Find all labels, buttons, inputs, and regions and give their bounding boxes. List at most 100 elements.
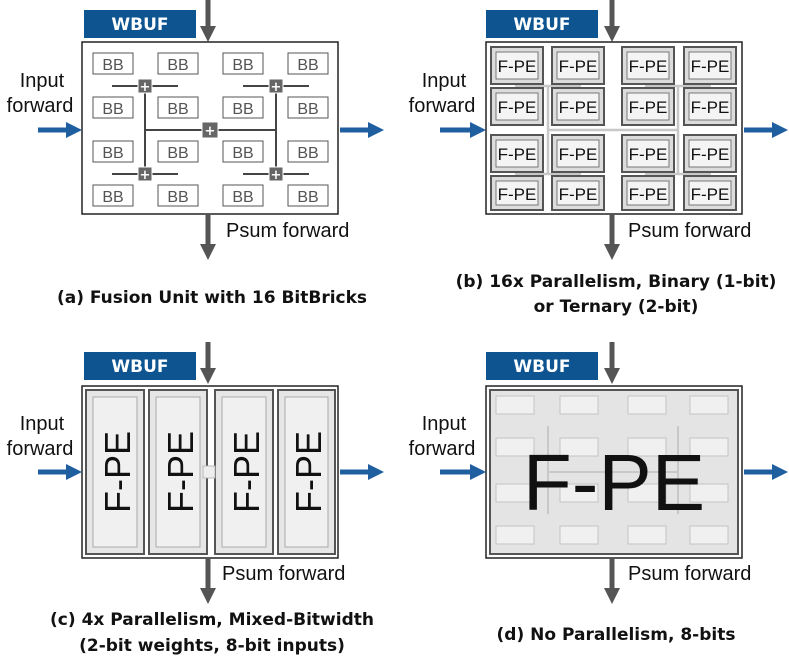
- input-forward-label: Input: [20, 413, 65, 435]
- psum-forward-label: Psum forward: [226, 220, 349, 242]
- fpe-col-1: F-PE: [85, 389, 145, 555]
- svg-text:F-PE: F-PE: [498, 185, 537, 204]
- svg-text:BB: BB: [297, 189, 318, 206]
- fpe-1: F-PE: [490, 46, 544, 85]
- svg-text:F-PE: F-PE: [691, 185, 730, 204]
- svg-text:F-PE: F-PE: [160, 431, 201, 513]
- caption-c-line2: (2-bit weights, 8-bit inputs): [79, 636, 345, 656]
- bitbrick-16: BB: [287, 184, 329, 207]
- svg-text:F-PE: F-PE: [691, 98, 730, 117]
- psum-forward-label: Psum forward: [628, 563, 751, 585]
- fpe-columns: F-PE F-PE F-PE F-PE: [85, 389, 336, 555]
- fpe-8: F-PE: [683, 87, 737, 126]
- svg-text:BB: BB: [167, 145, 188, 162]
- svg-text:BB: BB: [167, 189, 188, 206]
- adder-node-3: +: [137, 166, 153, 183]
- wbuf-block: [84, 352, 196, 380]
- input-forward-label: Input: [422, 413, 467, 435]
- bitbrick-5: BB: [222, 52, 264, 75]
- bitbrick-9: BB: [92, 140, 134, 163]
- wbuf-block: [486, 10, 598, 38]
- fpe-10: F-PE: [551, 134, 605, 173]
- svg-text:F-PE: F-PE: [226, 431, 267, 513]
- panel-d: WBUF F-PE Input forward Psum forward (d)…: [409, 342, 789, 645]
- svg-text:F-PE: F-PE: [629, 98, 668, 117]
- bitbrick-10: BB: [157, 140, 199, 163]
- svg-text:BB: BB: [167, 101, 188, 118]
- fpe-col-4: F-PE: [277, 389, 336, 555]
- adder-node-root: +: [201, 121, 219, 139]
- bitbrick-1: BB: [92, 52, 134, 75]
- fpe-2: F-PE: [551, 46, 605, 85]
- wbuf-label: WBUF: [111, 15, 168, 35]
- svg-text:F-PE: F-PE: [629, 185, 668, 204]
- bitbrick-7: BB: [222, 96, 264, 119]
- bitbrick-12: BB: [157, 184, 199, 207]
- input-forward-label-2: forward: [7, 438, 74, 460]
- svg-text:F-PE: F-PE: [97, 431, 138, 513]
- panel-a: WBUF BB BB BB BB BB BB BB BB BB BB BB BB…: [7, 0, 385, 308]
- svg-text:BB: BB: [102, 101, 123, 118]
- svg-text:BB: BB: [167, 57, 188, 74]
- caption-c-line1: (c) 4x Parallelism, Mixed-Bitwidth: [50, 610, 374, 630]
- fpe-4: F-PE: [683, 46, 737, 85]
- wbuf-label: WBUF: [513, 357, 570, 377]
- faded-grid: [495, 395, 729, 545]
- input-forward-label: Input: [422, 70, 467, 92]
- input-forward-label-2: forward: [7, 95, 74, 117]
- svg-text:F-PE: F-PE: [498, 98, 537, 117]
- fpe-large-label: F-PE: [523, 438, 705, 527]
- fpe-7: F-PE: [621, 87, 675, 126]
- svg-text:+: +: [271, 168, 282, 183]
- svg-text:BB: BB: [297, 145, 318, 162]
- bitbrick-14: BB: [287, 140, 329, 163]
- psum-forward-label: Psum forward: [222, 563, 345, 585]
- svg-text:BB: BB: [232, 189, 253, 206]
- caption-a: (a) Fusion Unit with 16 BitBricks: [57, 288, 367, 308]
- input-forward-label: Input: [20, 70, 65, 92]
- bitbrick-6: BB: [287, 52, 329, 75]
- faded-wires: [515, 84, 711, 176]
- fpe-9: F-PE: [490, 134, 544, 173]
- svg-text:BB: BB: [102, 189, 123, 206]
- bitbrick-13: BB: [222, 140, 264, 163]
- svg-text:F-PE: F-PE: [629, 145, 668, 164]
- adder-node-1: +: [137, 78, 153, 95]
- center-node: [202, 465, 216, 479]
- adder-node-2: +: [268, 78, 284, 95]
- svg-text:F-PE: F-PE: [498, 145, 537, 164]
- faded-wires: [547, 426, 679, 514]
- svg-text:F-PE: F-PE: [691, 145, 730, 164]
- svg-text:BB: BB: [232, 145, 253, 162]
- fpe-11: F-PE: [621, 134, 675, 173]
- wbuf-label: WBUF: [111, 357, 168, 377]
- svg-text:+: +: [140, 168, 151, 183]
- bitbrick-2: BB: [157, 52, 199, 75]
- svg-text:BB: BB: [297, 101, 318, 118]
- input-forward-label-2: forward: [409, 95, 476, 117]
- wbuf-block: [486, 352, 598, 380]
- psum-forward-label: Psum forward: [628, 220, 751, 242]
- caption-b-line2: or Ternary (2-bit): [534, 297, 699, 317]
- svg-text:BB: BB: [232, 101, 253, 118]
- svg-text:F-PE: F-PE: [629, 57, 668, 76]
- fpe-col-3: F-PE: [214, 389, 274, 555]
- svg-text:BB: BB: [102, 57, 123, 74]
- bitbrick-15: BB: [222, 184, 264, 207]
- fpe-16: F-PE: [683, 175, 737, 211]
- svg-text:F-PE: F-PE: [559, 98, 598, 117]
- svg-text:+: +: [140, 80, 151, 95]
- input-forward-label-2: forward: [409, 438, 476, 460]
- svg-text:F-PE: F-PE: [559, 145, 598, 164]
- svg-text:F-PE: F-PE: [288, 431, 329, 513]
- svg-text:BB: BB: [102, 145, 123, 162]
- caption-d: (d) No Parallelism, 8-bits: [497, 625, 736, 645]
- svg-text:F-PE: F-PE: [559, 57, 598, 76]
- fpe-13: F-PE: [490, 175, 544, 211]
- wbuf-label: WBUF: [513, 15, 570, 35]
- fpe-15: F-PE: [621, 175, 675, 211]
- bitbrick-4: BB: [157, 96, 199, 119]
- fpe-5: F-PE: [490, 87, 544, 126]
- svg-text:F-PE: F-PE: [559, 185, 598, 204]
